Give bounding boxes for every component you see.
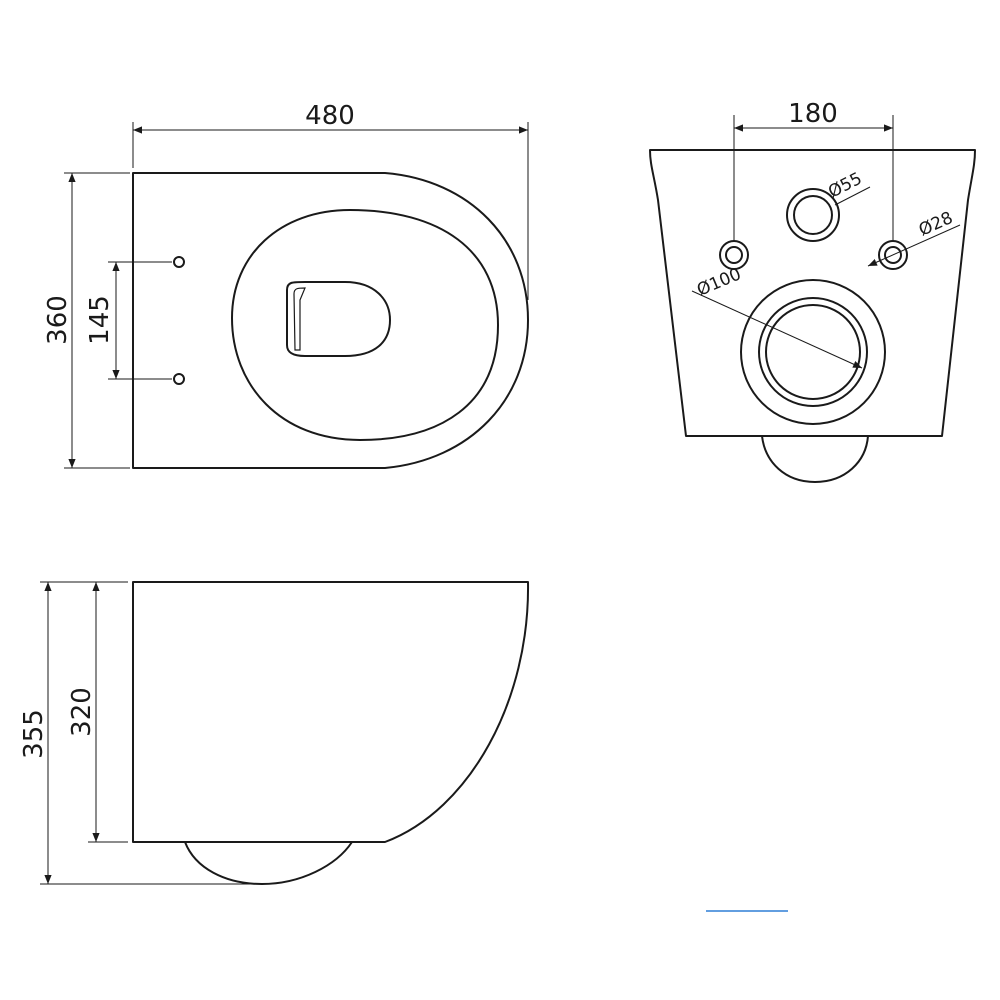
seat-hole-lower (173, 373, 185, 385)
top-view: 480 360 145 (43, 101, 529, 469)
dim-body-height-320: 320 (67, 687, 97, 737)
seat-hole-upper (173, 256, 185, 268)
top-view-outline (132, 172, 529, 469)
bolt-hole-right-inner (884, 246, 902, 264)
dim-inlet-spacing-180: 180 (788, 99, 838, 129)
dim-depth-360: 360 (43, 295, 73, 345)
top-view-outlet (286, 281, 391, 357)
flush-inlet-inner (793, 195, 833, 235)
outlet-inner (765, 304, 861, 400)
top-view-outlet-inner (293, 287, 306, 351)
dim-width-480: 480 (305, 101, 355, 131)
bolt-hole-left-inner (725, 246, 743, 264)
side-view-bottom-bulge (184, 841, 353, 885)
rear-view-outline (649, 149, 976, 437)
label-outlet-100: Ø100 (694, 264, 744, 300)
side-view: 355 320 (19, 581, 530, 885)
label-flush-inlet-55: Ø55 (825, 169, 865, 203)
rear-view: 180 Ø55 Ø28 Ø100 (649, 99, 976, 483)
top-view-bowl-rim (231, 209, 499, 441)
dim-total-height-355: 355 (19, 709, 49, 759)
rear-view-bottom-bulge (761, 435, 869, 483)
side-view-outline (132, 581, 530, 843)
dim-hole-spacing-145: 145 (85, 295, 115, 345)
outlet-middle (758, 297, 868, 407)
outlet-outer (740, 279, 886, 425)
flush-inlet-outer (786, 188, 840, 242)
